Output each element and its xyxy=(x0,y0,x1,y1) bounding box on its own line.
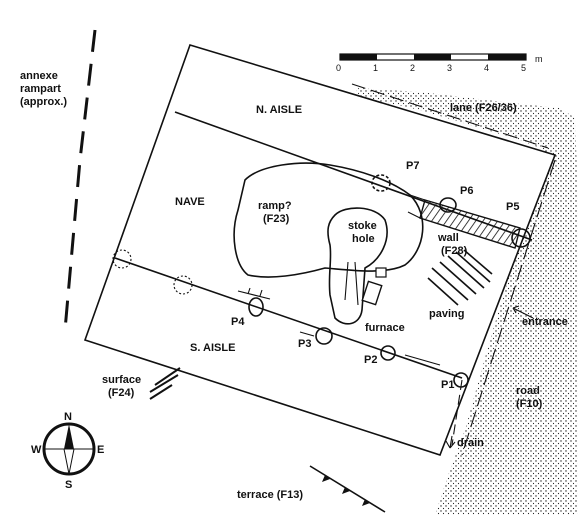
post-hole-p1 xyxy=(453,372,469,388)
compass-north-needle xyxy=(64,424,74,449)
post-hole-p6 xyxy=(439,197,457,213)
approx-label: (approx.) xyxy=(20,96,67,108)
paving-hatch xyxy=(427,249,493,306)
road-code-label: (F10) xyxy=(516,398,543,410)
scale-bar xyxy=(339,53,527,61)
scale-tick-0: 0 xyxy=(336,63,341,73)
post-label-p2: P2 xyxy=(364,354,377,366)
annexe-label: annexe xyxy=(20,70,58,82)
compass-n: N xyxy=(64,411,72,423)
entrance-label: entrance xyxy=(522,316,568,328)
compass-e: E xyxy=(97,444,104,456)
drain-arrow xyxy=(445,435,456,449)
scale-tick-3: 3 xyxy=(447,63,452,73)
rampart-label: rampart xyxy=(20,83,61,95)
p4-tick-marks xyxy=(237,287,271,300)
lane-stipple xyxy=(355,88,578,515)
road-label: road xyxy=(516,385,540,397)
furnace-label: furnace xyxy=(365,322,405,334)
ramp-label: ramp? xyxy=(258,200,292,212)
annexe-rampart-line xyxy=(63,29,97,331)
compass-rose xyxy=(42,422,96,476)
hole-label: hole xyxy=(352,233,375,245)
surface-hatch xyxy=(149,367,181,400)
compass-south-needle xyxy=(63,448,75,475)
n-aisle-label: N. AISLE xyxy=(256,104,302,116)
paving-label: paving xyxy=(429,308,464,320)
scale-unit: m xyxy=(535,54,543,64)
south-aisle-line xyxy=(114,257,463,379)
terrace-ticks xyxy=(322,475,370,506)
post-hole-p7 xyxy=(371,174,391,192)
post-label-p1: P1 xyxy=(441,379,454,391)
surface-label: surface xyxy=(102,374,141,386)
drain-line xyxy=(451,379,463,446)
post-hole-dotted-mid xyxy=(173,275,193,295)
surface-code-label: (F24) xyxy=(108,387,135,399)
post-label-p7: P7 xyxy=(406,160,419,172)
scale-tick-5: 5 xyxy=(521,63,526,73)
wall-label: wall xyxy=(437,232,459,244)
drain-label: drain xyxy=(457,437,484,449)
post-hole-p3 xyxy=(315,327,333,345)
p3-arrow xyxy=(299,331,315,337)
scale-tick-1: 1 xyxy=(373,63,378,73)
compass-w: W xyxy=(31,444,42,456)
post-label-p4: P4 xyxy=(231,316,245,328)
post-hole-p2 xyxy=(380,345,396,361)
road-edge xyxy=(461,159,556,456)
scale-tick-2: 2 xyxy=(410,63,415,73)
wall-f28-edge xyxy=(407,194,426,219)
ramp-code-label: (F23) xyxy=(263,213,290,225)
ramp-outline xyxy=(233,162,424,278)
post-hole-p4 xyxy=(248,297,264,317)
terrace-label: terrace (F13) xyxy=(237,489,303,501)
post-label-p3: P3 xyxy=(298,338,311,350)
compass-s: S xyxy=(65,479,72,491)
lane-edge xyxy=(351,83,549,149)
post-label-p6: P6 xyxy=(460,185,473,197)
furnace-block-small xyxy=(375,267,387,278)
post-hole-p5 xyxy=(511,228,531,248)
entrance-arrow xyxy=(512,305,534,319)
stoke-label: stoke xyxy=(348,220,377,232)
stoke-hole-outline xyxy=(327,207,388,325)
p2-arrow xyxy=(404,354,441,366)
stoke-channel xyxy=(344,261,359,306)
lane-label: lane (F26/36) xyxy=(450,102,517,114)
post-label-p5: P5 xyxy=(506,201,519,213)
furnace-block xyxy=(361,280,383,306)
wall-code-label: (F28) xyxy=(441,245,468,257)
s-aisle-label: S. AISLE xyxy=(190,342,235,354)
nave-label: NAVE xyxy=(175,196,205,208)
scale-tick-4: 4 xyxy=(484,63,489,73)
post-hole-dotted-west xyxy=(112,249,132,269)
building-outline xyxy=(83,44,557,456)
